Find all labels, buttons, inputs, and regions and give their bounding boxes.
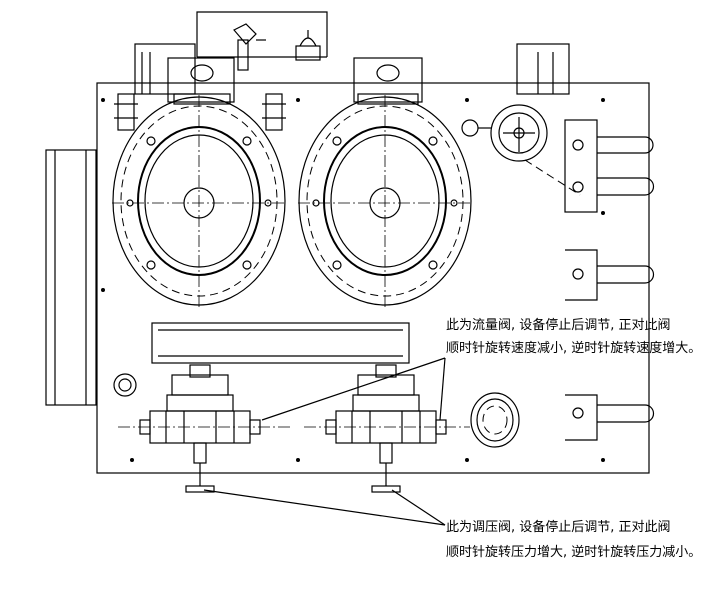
- right-top-tower: [353, 43, 570, 105]
- flow-valve-leader-lines: [261, 357, 446, 421]
- left-top-tower: [134, 43, 235, 105]
- right-tank-flange: [298, 95, 472, 308]
- drain-fitting: [113, 373, 137, 397]
- oil-level-window: [470, 392, 520, 448]
- pressure-valve-note-line-2: 顺时针旋转压力增大, 逆时针旋转压力减小。: [446, 545, 702, 560]
- side-cover: [45, 149, 97, 406]
- top-bracket: [196, 11, 328, 58]
- pressure-sensor: [233, 23, 266, 71]
- pressure-valve-note-line-1: 此为调压阀, 设备停止后调节, 正对此阀: [446, 520, 671, 535]
- pipe-port-block-middle: [565, 249, 655, 301]
- long-plate: [151, 322, 410, 364]
- valve-assembly-left: [118, 364, 290, 493]
- pressure-valve-annotation: 此为调压阀, 设备停止后调节, 正对此阀 顺时针旋转压力增大, 逆时针旋转压力减…: [446, 518, 701, 563]
- valve-assembly-right: [304, 364, 470, 493]
- pipe-port-block-upper: [524, 119, 655, 213]
- main-panel: [96, 82, 650, 474]
- left-tank-flange: [112, 95, 286, 308]
- pressure-valve-leader-lines: [203, 489, 446, 526]
- flow-valve-annotation: 此为流量阀, 设备停止后调节, 正对此阀 顺时针旋转速度减小, 逆时针旋转速度增…: [446, 316, 701, 359]
- lamp-symbol: [295, 30, 321, 61]
- flow-valve-note-line-2: 顺时针旋转速度减小, 逆时针旋转速度增大。: [446, 341, 702, 356]
- mounting-clamps: [114, 93, 286, 131]
- pipe-port-block-lower: [565, 394, 655, 441]
- panel-bolt-holes: [101, 98, 605, 462]
- flow-valve-note-line-1: 此为流量阀, 设备停止后调节, 正对此阀: [446, 318, 671, 333]
- pressure-gauge: [461, 104, 548, 162]
